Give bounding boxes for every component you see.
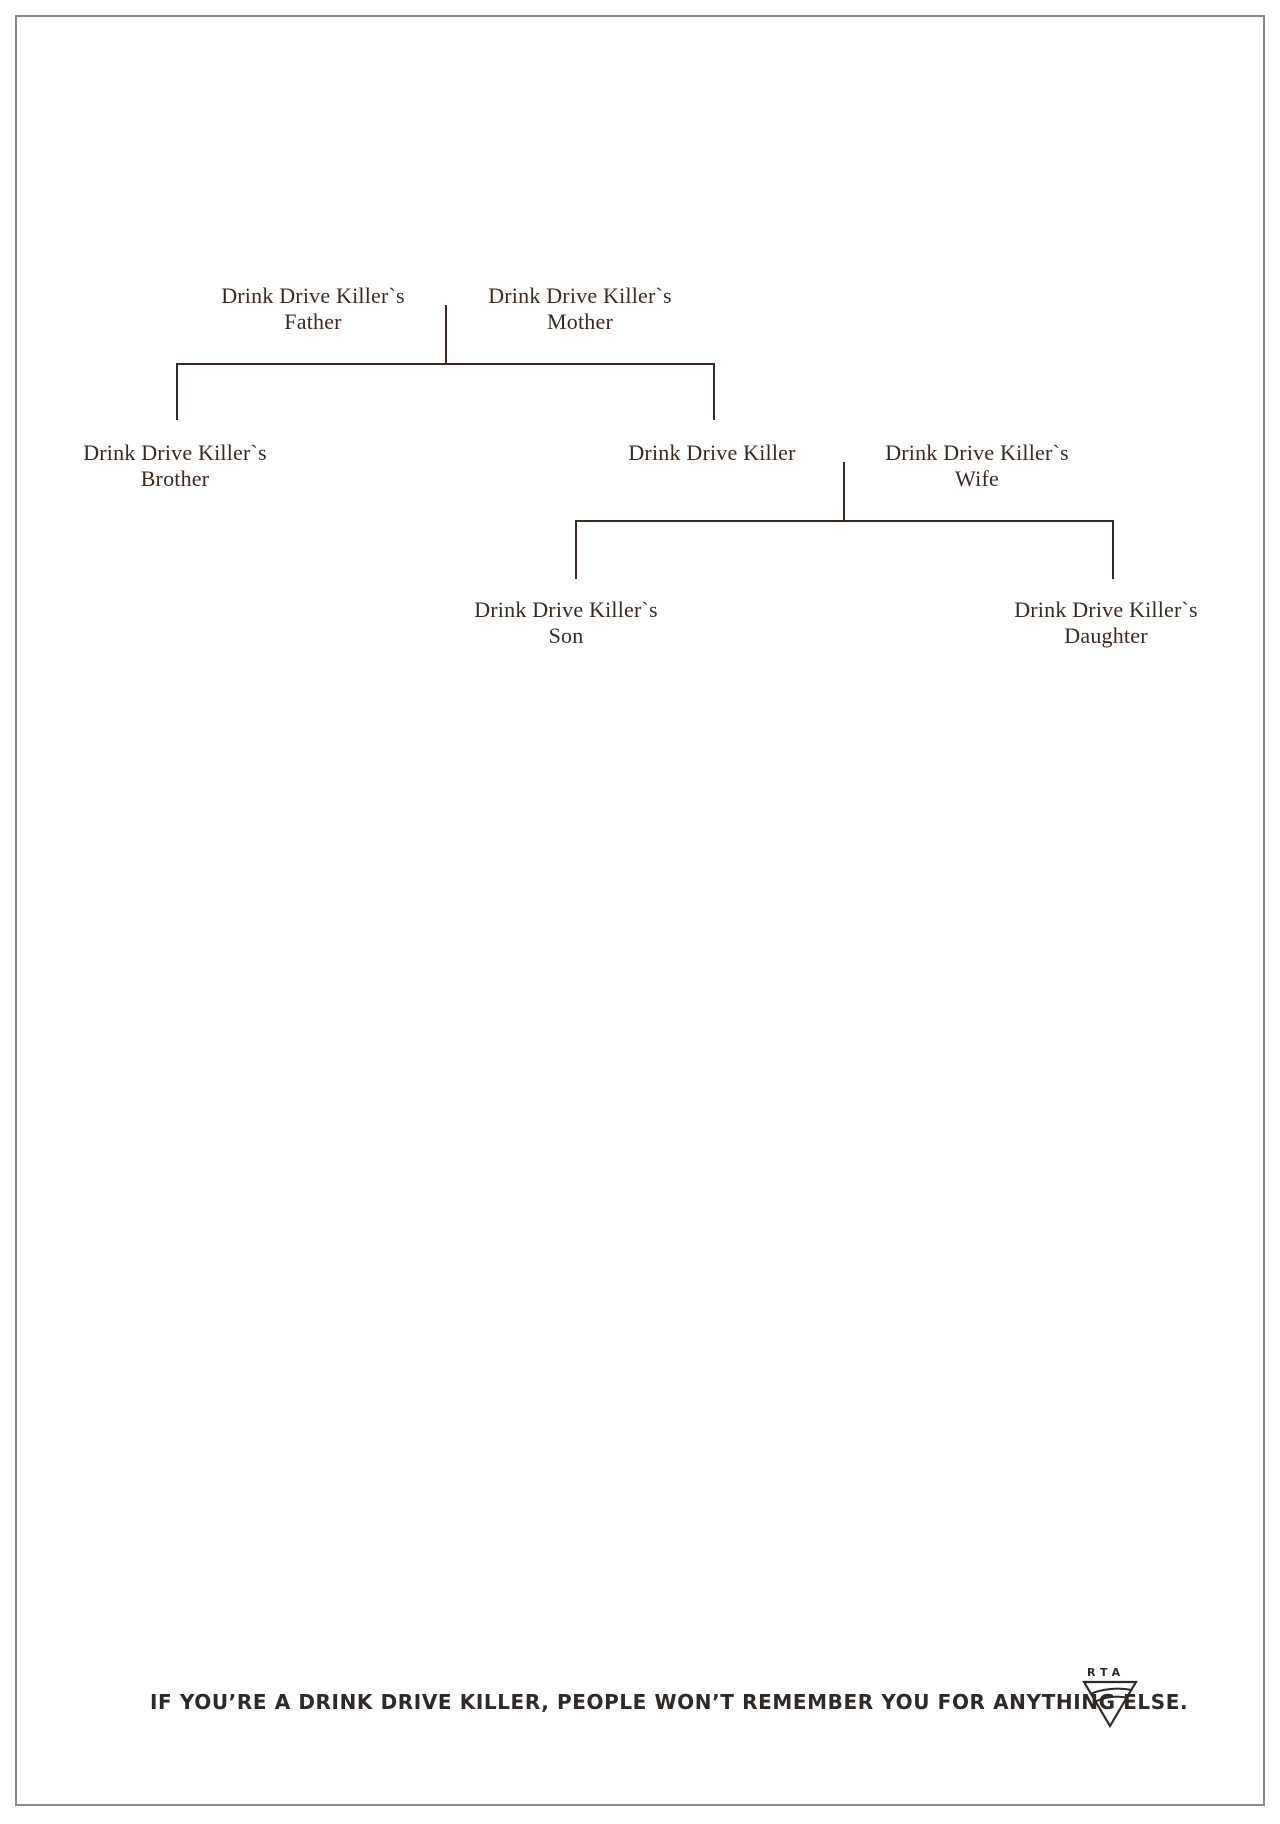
- node-wife: Drink Drive Killer`s Wife: [847, 440, 1107, 492]
- node-killer: Drink Drive Killer: [582, 440, 842, 466]
- node-son: Drink Drive Killer`s Son: [436, 597, 696, 649]
- node-daughter: Drink Drive Killer`s Daughter: [976, 597, 1236, 649]
- node-mother-line1: Drink Drive Killer`s: [488, 283, 672, 308]
- node-daughter-line2: Daughter: [1064, 623, 1148, 648]
- node-mother: Drink Drive Killer`s Mother: [450, 283, 710, 335]
- node-mother-line2: Mother: [547, 309, 613, 334]
- node-father-line2: Father: [284, 309, 342, 334]
- campaign-tagline: IF YOU’RE A DRINK DRIVE KILLER, PEOPLE W…: [150, 1690, 1189, 1714]
- node-wife-line2: Wife: [955, 466, 999, 491]
- node-wife-line1: Drink Drive Killer`s: [885, 440, 1069, 465]
- node-brother: Drink Drive Killer`s Brother: [45, 440, 305, 492]
- node-brother-line1: Drink Drive Killer`s: [83, 440, 267, 465]
- node-son-line1: Drink Drive Killer`s: [474, 597, 658, 622]
- page-frame: [15, 15, 1265, 1806]
- node-son-line2: Son: [548, 623, 584, 648]
- node-father-line1: Drink Drive Killer`s: [221, 283, 405, 308]
- node-father: Drink Drive Killer`s Father: [183, 283, 443, 335]
- rta-logo: RTA: [1082, 1666, 1138, 1729]
- rta-logo-text: RTA: [1087, 1666, 1125, 1679]
- node-killer-line1: Drink Drive Killer: [628, 440, 796, 465]
- node-brother-line2: Brother: [140, 466, 210, 491]
- node-daughter-line1: Drink Drive Killer`s: [1014, 597, 1198, 622]
